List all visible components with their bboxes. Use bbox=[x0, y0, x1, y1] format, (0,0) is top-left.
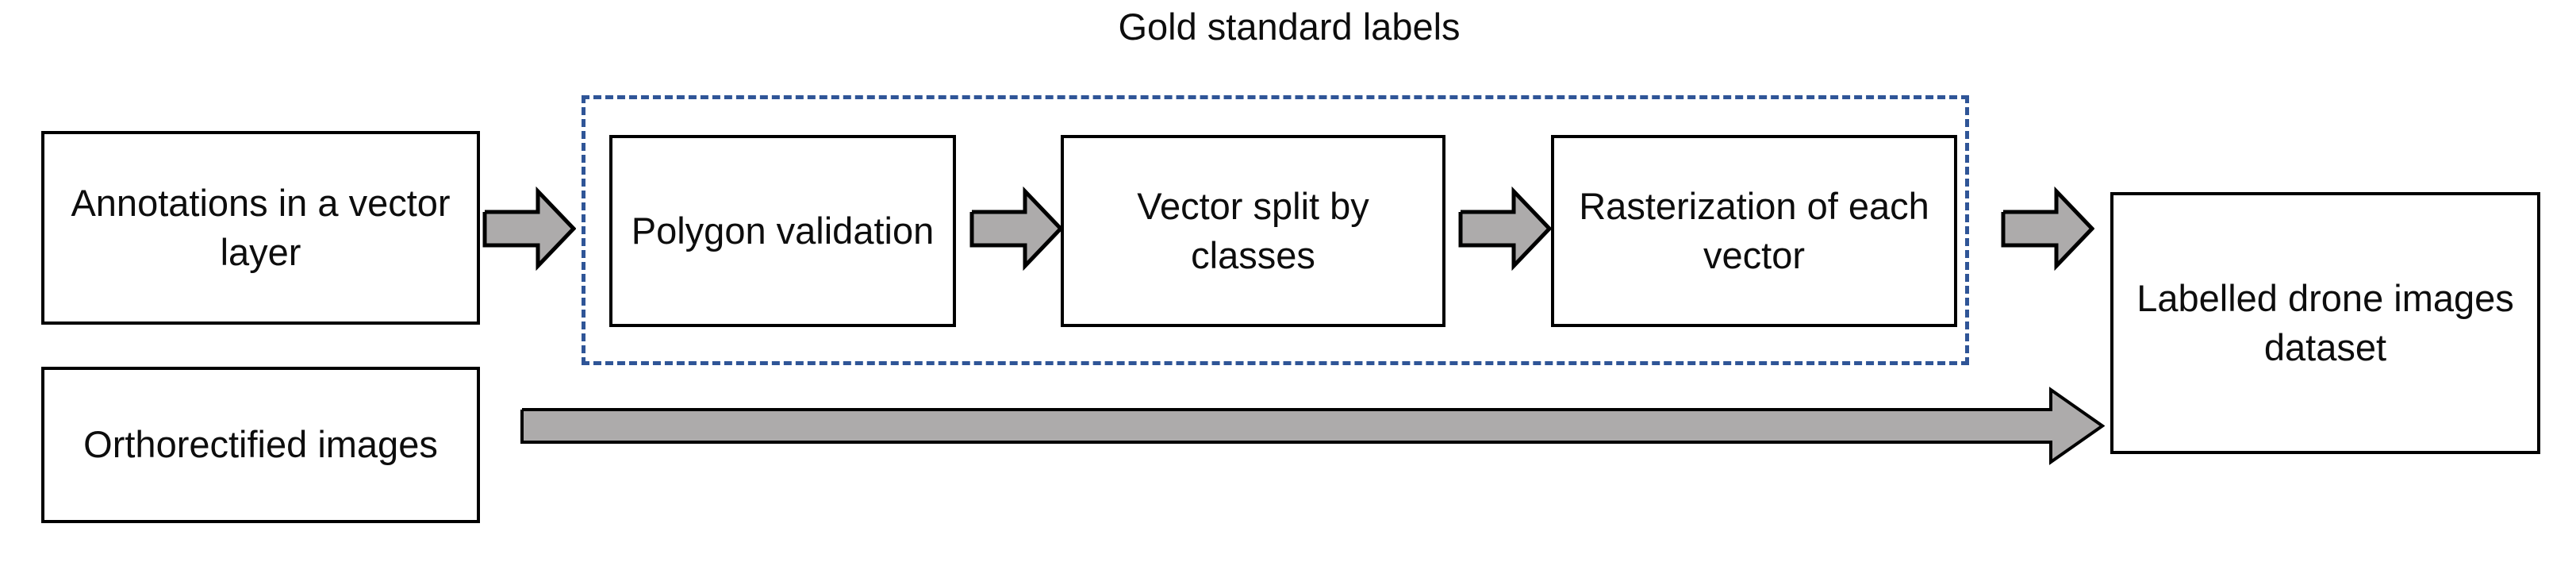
block-arrow-right-icon-raster-to-dataset bbox=[2001, 187, 2094, 271]
gold-standard-labels-region bbox=[582, 95, 1969, 365]
node-vector-split-by-classes[interactable]: Vector split by classes bbox=[1061, 135, 1445, 327]
node-labelled-dataset-label: Labelled drone images dataset bbox=[2136, 276, 2514, 368]
node-vector-split-label: Vector split by classes bbox=[1137, 184, 1369, 276]
node-annotations-label: Annotations in a vector layer bbox=[71, 181, 451, 273]
long-block-arrow-right-icon-ortho-to-dataset bbox=[520, 387, 2105, 465]
node-orthorectified-images-label: Orthorectified images bbox=[83, 423, 438, 466]
node-orthorectified-images[interactable]: Orthorectified images bbox=[41, 367, 480, 523]
node-polygon-validation[interactable]: Polygon validation bbox=[609, 135, 956, 327]
node-labelled-drone-images-dataset[interactable]: Labelled drone images dataset bbox=[2110, 192, 2540, 454]
node-polygon-validation-label: Polygon validation bbox=[631, 209, 935, 252]
block-arrow-right-icon-polygon-to-vectorsplit bbox=[969, 187, 1063, 271]
node-rasterization-of-each-vector[interactable]: Rasterization of each vector bbox=[1551, 135, 1957, 327]
node-rasterization-label: Rasterization of each vector bbox=[1579, 184, 1929, 276]
gold-standard-labels-caption: Gold standard labels bbox=[1118, 6, 1461, 48]
node-annotations-in-vector-layer[interactable]: Annotations in a vector layer bbox=[41, 131, 480, 325]
block-arrow-right-icon-vectorsplit-to-raster bbox=[1458, 187, 1552, 271]
block-arrow-right-icon-annotations-to-polygon bbox=[482, 187, 576, 271]
